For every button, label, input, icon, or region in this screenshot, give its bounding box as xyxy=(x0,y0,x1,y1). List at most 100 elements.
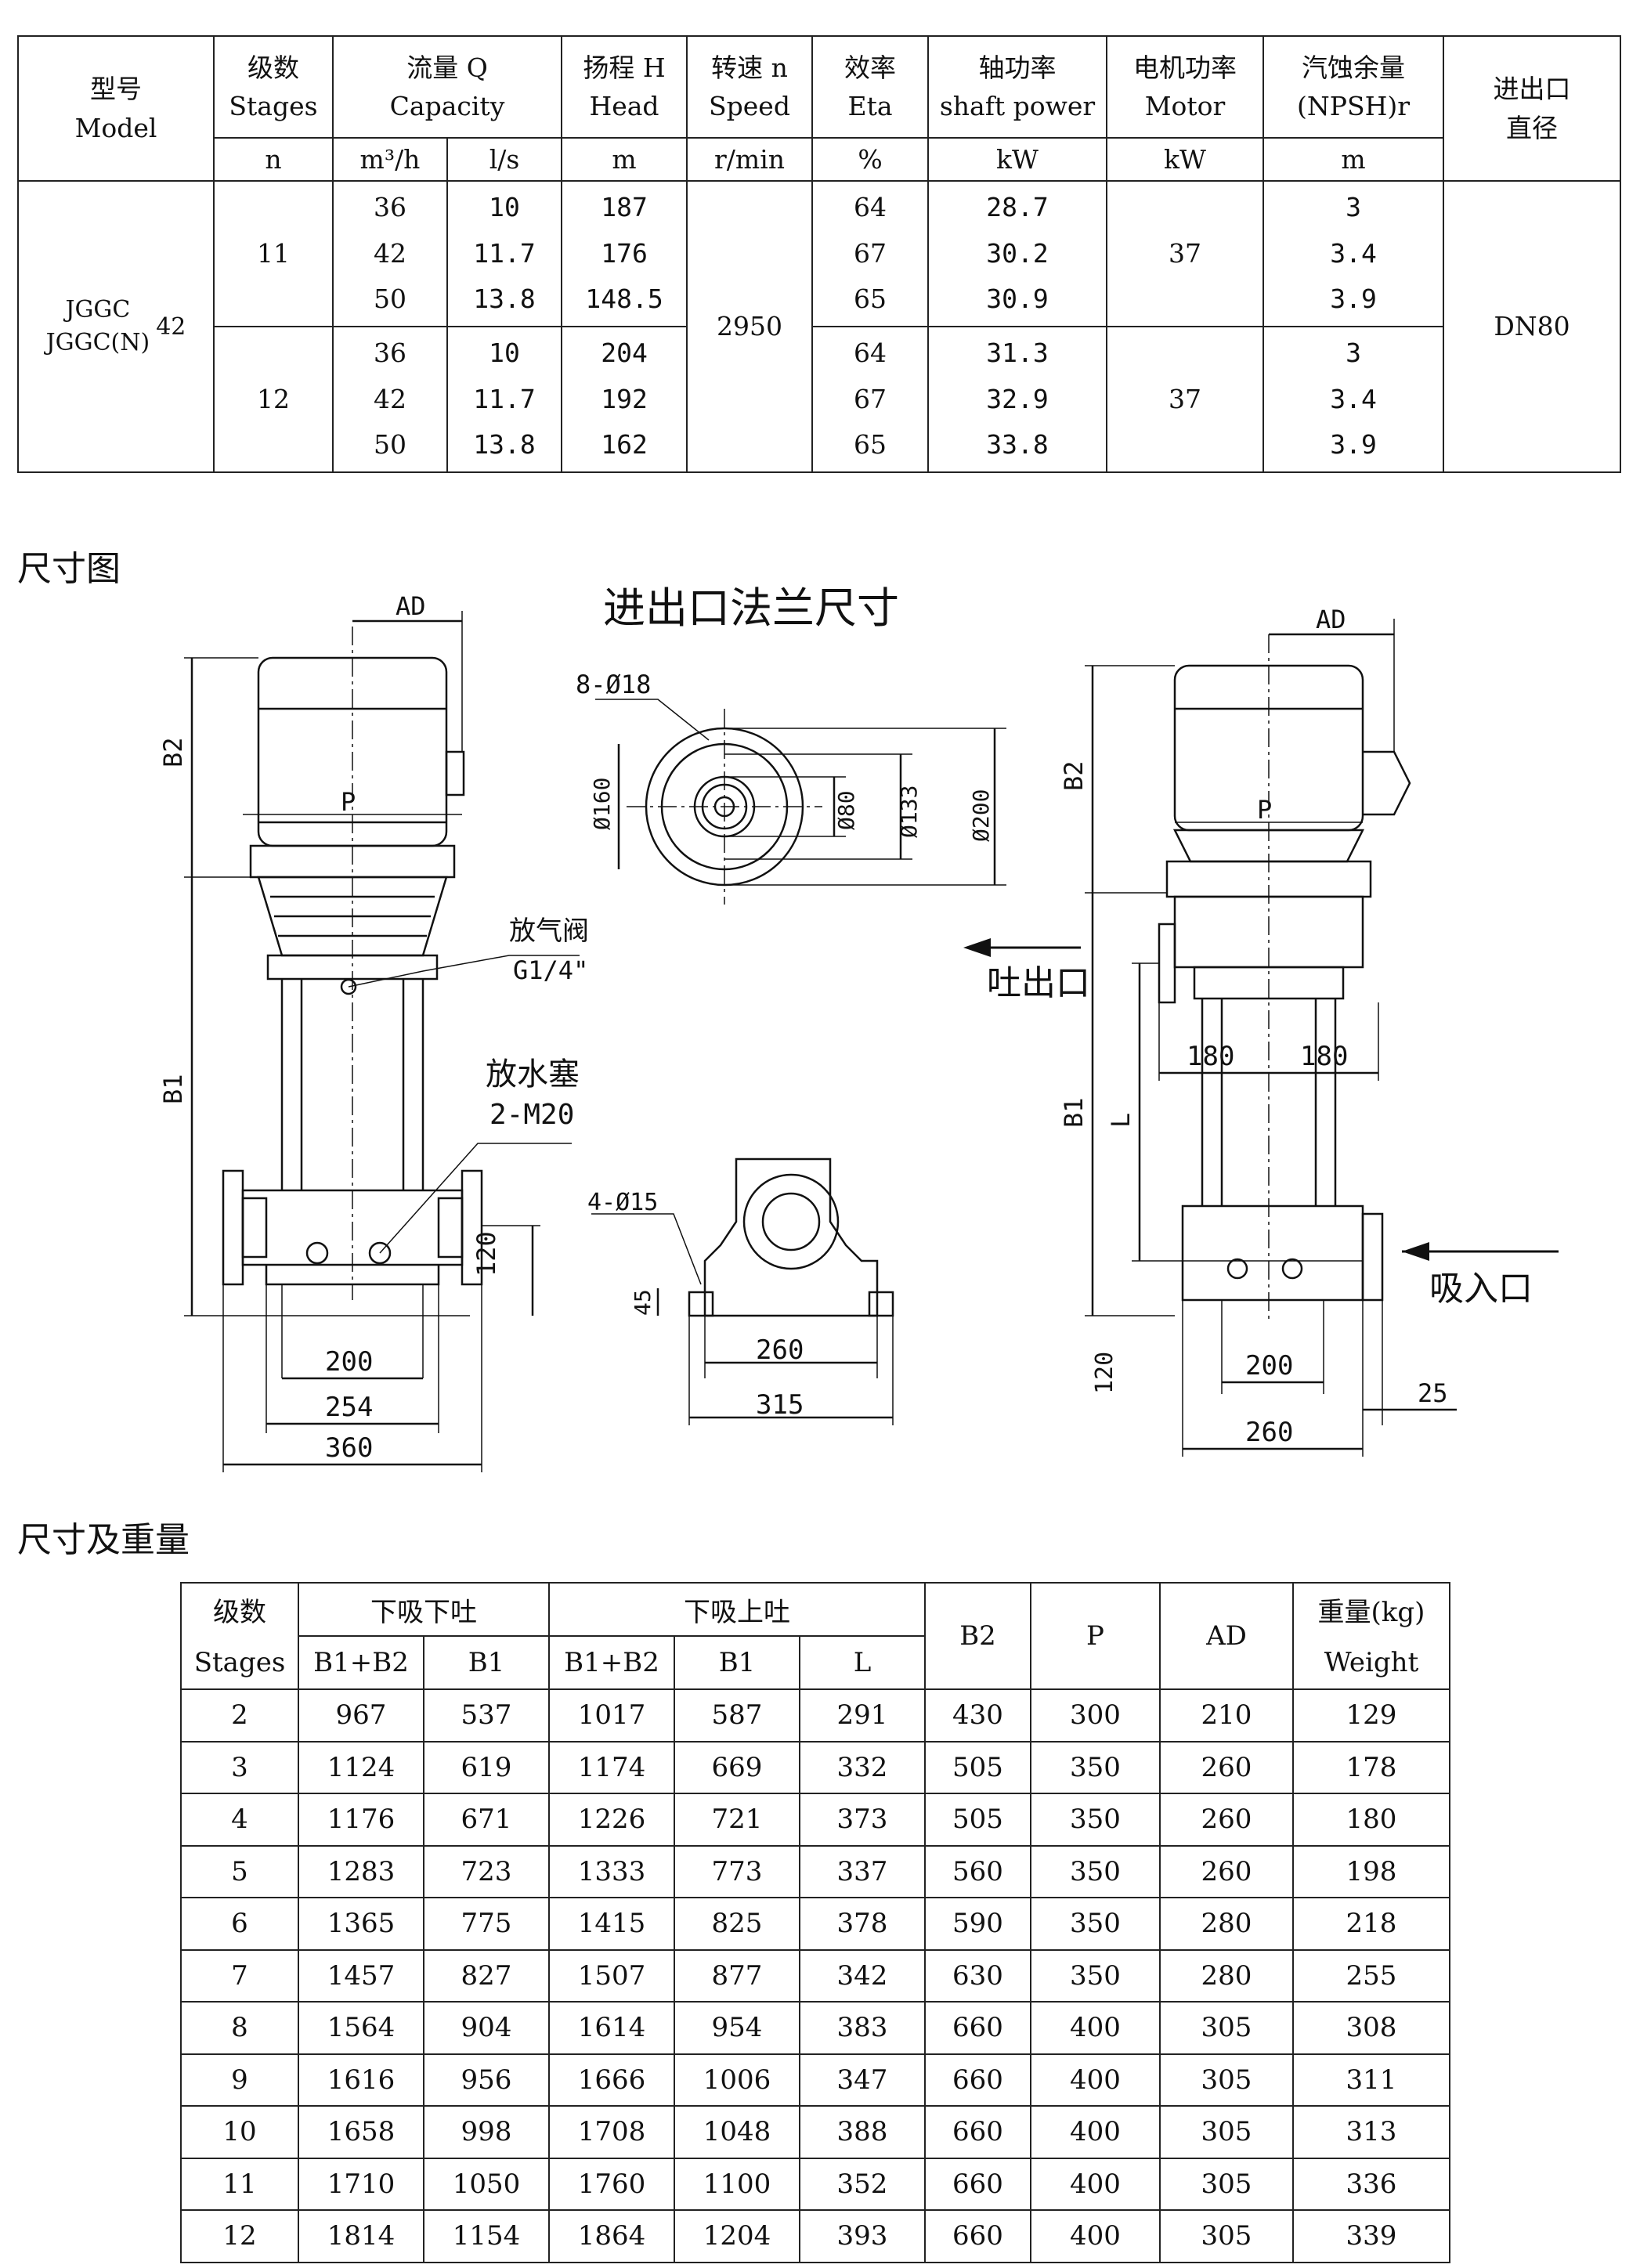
table-cell: 590 xyxy=(924,1897,1031,1951)
header-ad: AD xyxy=(1159,1582,1294,1690)
table-cell: 350 xyxy=(1030,1740,1161,1794)
table-cell: 1154 xyxy=(423,2209,550,2263)
table-cell: 350 xyxy=(1030,1897,1161,1951)
table-cell: 11 xyxy=(180,2157,299,2211)
table-cell: 388 xyxy=(799,2105,926,2159)
label-315: 315 xyxy=(756,1389,804,1421)
label-b2-left: B2 xyxy=(158,737,188,767)
table-cell: 305 xyxy=(1159,2053,1294,2107)
table-cell: 1333 xyxy=(548,1844,675,1898)
table-cell: 9 xyxy=(180,2053,299,2107)
flange-detail xyxy=(595,699,1006,905)
dimension-weight-table: 级数 下吸下吐 下吸上吐 B2 P AD 重量(kg) Stages B1+B2… xyxy=(180,1582,1450,2263)
table-cell: 383 xyxy=(799,2001,926,2055)
table-cell: 904 xyxy=(423,2001,550,2055)
label-b2-right: B2 xyxy=(1059,760,1089,791)
table-cell: 1415 xyxy=(548,1897,675,1951)
label-ad-right: AD xyxy=(1316,605,1346,634)
label-120-right: 120 xyxy=(1091,1352,1118,1394)
header-b2: B2 xyxy=(924,1582,1031,1690)
table-cell: 1100 xyxy=(674,2157,800,2211)
table-cell: 311 xyxy=(1292,2053,1450,2107)
port-cell: DN80 xyxy=(1443,180,1622,473)
unit-speed: r/min xyxy=(686,137,814,182)
header-b1b2-b: B1+B2 xyxy=(548,1635,675,1690)
unit-motor: kW xyxy=(1106,137,1265,182)
table-cell: 827 xyxy=(423,1948,550,2003)
table-cell: 255 xyxy=(1292,1948,1450,2003)
label-d160: Ø160 xyxy=(589,778,615,830)
table-cell: 775 xyxy=(423,1897,550,1951)
header-weight-en: Weight xyxy=(1292,1636,1450,1690)
label-outlet: 吐出口 xyxy=(987,963,1090,1003)
table-cell: 400 xyxy=(1030,2209,1161,2263)
table-cell: 400 xyxy=(1030,2157,1161,2211)
table-cell: 1017 xyxy=(548,1688,675,1743)
table-cell: 400 xyxy=(1030,2105,1161,2159)
table-cell: 300 xyxy=(1030,1688,1161,1743)
label-200-right: 200 xyxy=(1245,1350,1293,1381)
table-cell: 723 xyxy=(423,1844,550,1898)
table-cell: 630 xyxy=(924,1948,1031,2003)
table-cell: 5 xyxy=(180,1844,299,1898)
table-cell: 1050 xyxy=(423,2157,550,2211)
table-cell: 305 xyxy=(1159,2001,1294,2055)
header-group2: 下吸上吐 xyxy=(548,1582,926,1637)
label-120-left: 120 xyxy=(471,1231,501,1277)
label-260-right: 260 xyxy=(1245,1417,1293,1448)
table-cell: 350 xyxy=(1030,1844,1161,1898)
table-cell: 210 xyxy=(1159,1688,1294,1743)
table-cell: 4 xyxy=(180,1793,299,1847)
label-l: L xyxy=(1106,1113,1136,1128)
header-p: P xyxy=(1030,1582,1161,1690)
table-cell: 1614 xyxy=(548,2001,675,2055)
table-cell: 1564 xyxy=(298,2001,424,2055)
table-cell: 180 xyxy=(1292,1793,1450,1847)
table-cell: 505 xyxy=(924,1793,1031,1847)
table-cell: 1708 xyxy=(548,2105,675,2159)
table-cell: 6 xyxy=(180,1897,299,1951)
table-cell: 305 xyxy=(1159,2209,1294,2263)
model-name-2: JGGC(N) xyxy=(45,329,150,356)
table-cell: 291 xyxy=(799,1688,926,1743)
table-cell: 1124 xyxy=(298,1740,424,1794)
table-cell: 198 xyxy=(1292,1844,1450,1898)
table-cell: 7 xyxy=(180,1948,299,2003)
unit-stages: n xyxy=(213,137,334,182)
table-cell: 671 xyxy=(423,1793,550,1847)
table-cell: 956 xyxy=(423,2053,550,2107)
unit-shaft: kW xyxy=(927,137,1108,182)
table-cell: 1174 xyxy=(548,1740,675,1794)
table-cell: 12 xyxy=(180,2209,299,2263)
header-b1-b: B1 xyxy=(674,1635,800,1690)
header-weight-cn: 重量(kg) xyxy=(1292,1582,1450,1636)
section-title-drawing: 尺寸图 xyxy=(17,549,121,589)
header-npsh: 汽蚀余量(NPSH)r xyxy=(1263,35,1445,139)
label-d80: Ø80 xyxy=(833,790,859,830)
table-cell: 336 xyxy=(1292,2157,1450,2211)
table-cell: 305 xyxy=(1159,2105,1294,2159)
label-8-holes: 8-Ø18 xyxy=(576,670,651,699)
label-drain-size: 2-M20 xyxy=(489,1099,574,1131)
table-cell: 660 xyxy=(924,2105,1031,2159)
header-group1: 下吸下吐 xyxy=(298,1582,550,1637)
label-25: 25 xyxy=(1418,1378,1448,1408)
table-cell: 347 xyxy=(799,2053,926,2107)
table-cell: 537 xyxy=(423,1688,550,1743)
label-p-right: P xyxy=(1257,795,1272,825)
label-ad-left: AD xyxy=(396,591,426,621)
